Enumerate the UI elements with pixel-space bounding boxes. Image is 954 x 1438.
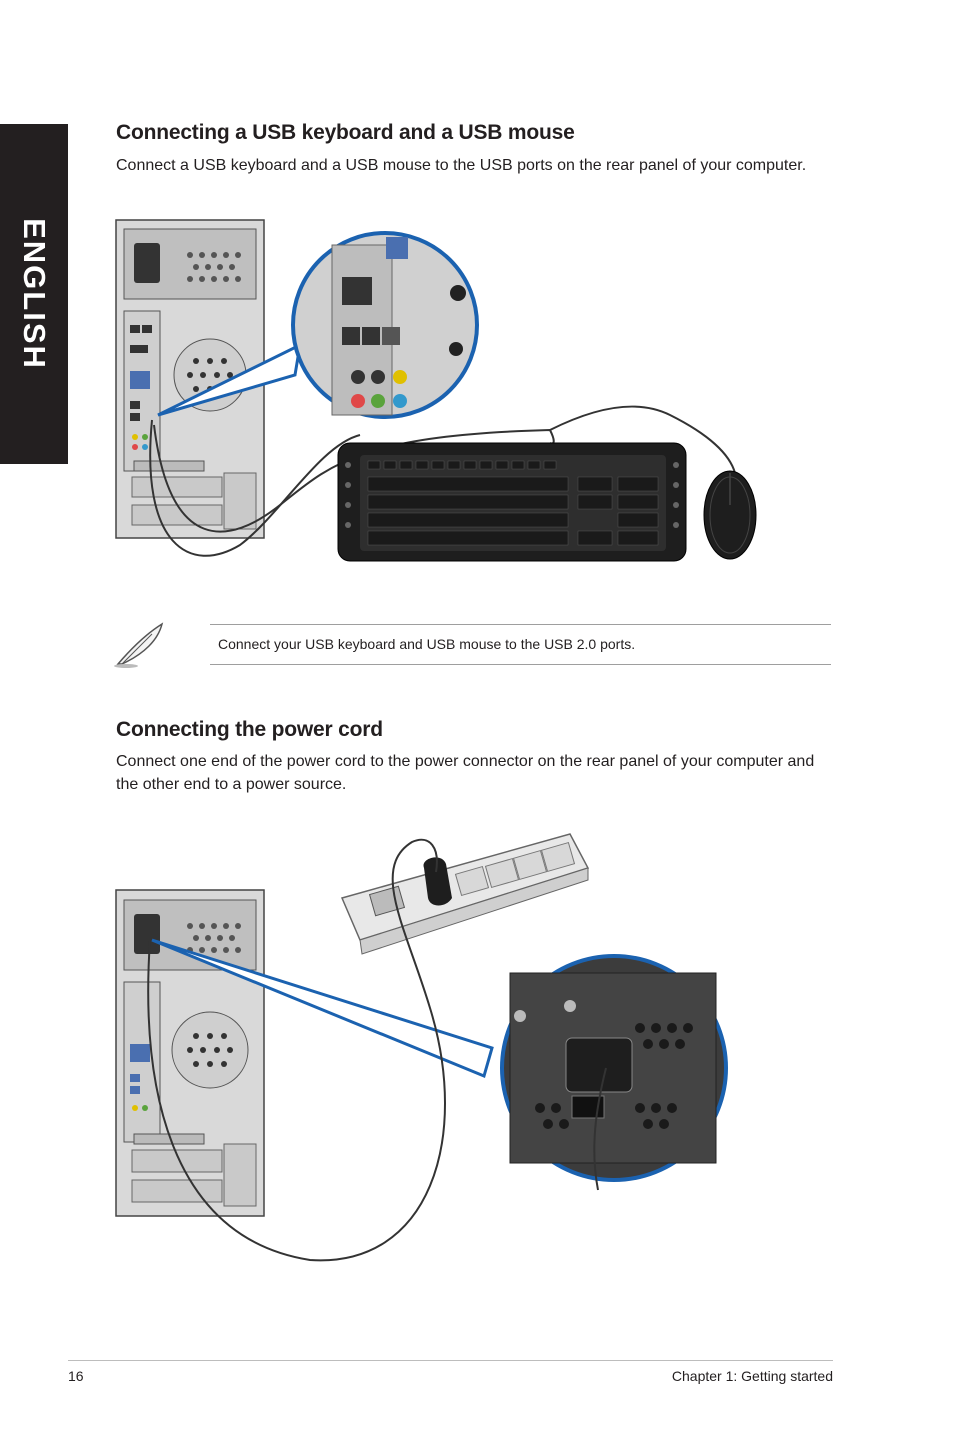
section-body-usb: Connect a USB keyboard and a USB mouse t… [116, 157, 807, 174]
power-strip [340, 833, 590, 955]
usb-connection-illustration [115, 219, 757, 562]
section-title-power: Connecting the power cord [116, 718, 383, 741]
section-body-power: Connect one end of the power cord to the… [116, 753, 815, 793]
note-bottom-rule [210, 664, 831, 665]
usb-cables [149, 405, 736, 557]
page-number: 16 [68, 1368, 84, 1384]
chapter-label: Chapter 1: Getting started [671, 1368, 833, 1384]
note-top-rule [210, 624, 831, 625]
note-feather-icon [114, 622, 164, 668]
pc-tower-rear-power [115, 889, 265, 1217]
usb-mouse [703, 470, 757, 560]
power-cord [147, 838, 607, 1262]
power-cord-illustration [115, 833, 728, 1262]
usb-keyboard [337, 442, 687, 562]
section-title-usb: Connecting a USB keyboard and a USB mous… [116, 121, 575, 144]
footer-rule [68, 1360, 833, 1361]
language-side-tab: ENGLISH [0, 124, 68, 464]
language-label: ENGLISH [17, 218, 52, 370]
power-connector-callout [151, 938, 728, 1182]
note-text: Connect your USB keyboard and USB mouse … [218, 636, 636, 652]
usb-port-callout [157, 231, 479, 419]
